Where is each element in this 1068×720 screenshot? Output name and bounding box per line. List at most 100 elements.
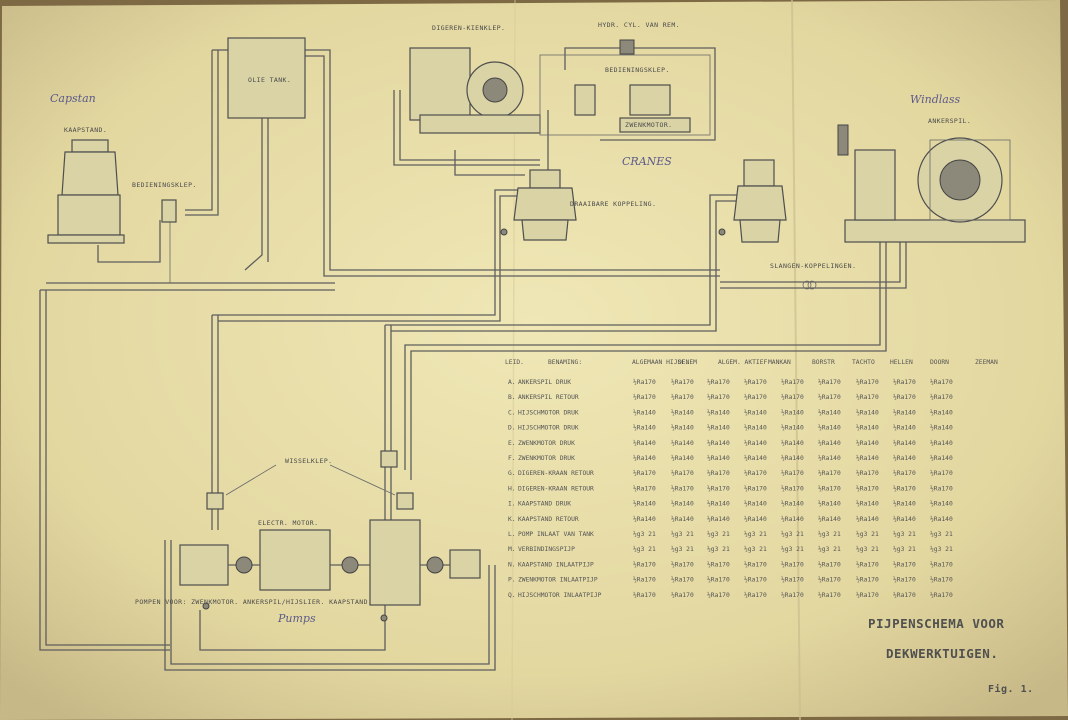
table-cell: ½Ra170 (707, 469, 730, 477)
table-cell: ½g3 21 (856, 530, 879, 538)
pump-motor-assembly: ELECTR. MOTOR. (179, 519, 481, 606)
table-cell: ½Ra170 (781, 484, 804, 492)
table-row-code: G. (508, 470, 516, 477)
table-row-code: A. (508, 379, 516, 386)
table-cell: ½Ra140 (671, 424, 694, 432)
oil-tank-label: OLIE TANK. (248, 76, 291, 84)
hose-couplings-label: SLANGEN-KOPPELINGEN. (770, 262, 856, 270)
table-cell: ½g3 21 (893, 530, 916, 538)
table-cell: ½g3 21 (707, 545, 730, 553)
table-cell: ½Ra170 (893, 591, 916, 599)
table-cell: ½Ra170 (893, 378, 916, 386)
table-cell: ½Ra140 (744, 515, 767, 523)
table-cell: ½Ra170 (707, 576, 730, 584)
table-row-code: L. (508, 531, 516, 538)
table-cell: ½Ra140 (893, 500, 916, 508)
table-cell: ½Ra170 (707, 560, 730, 568)
table-cell: ½Ra170 (818, 484, 841, 492)
table-cell: ½Ra140 (930, 424, 953, 432)
table-cell: ½Ra170 (930, 469, 953, 477)
table-row-name: ZWENKMOTOR DRUK (518, 455, 575, 462)
table-row-name: KAAPSTAND INLAATPIJP (518, 561, 594, 568)
table-cell: ½Ra140 (744, 408, 767, 416)
table-cell: ½Ra170 (671, 576, 694, 584)
table-cell: ½Ra140 (818, 454, 841, 462)
table-cell: ½Ra170 (744, 469, 767, 477)
table-cell: ½Ra170 (744, 560, 767, 568)
table-cell: ½Ra140 (781, 439, 804, 447)
table-cell: ½g3 21 (707, 530, 730, 538)
table-cell: ½Ra140 (818, 515, 841, 523)
table-cell: ½Ra170 (671, 484, 694, 492)
table-row-code: Q. (508, 592, 516, 599)
table-cell: ½Ra140 (893, 408, 916, 416)
table-cell: ½Ra140 (930, 408, 953, 416)
table-row-code: B. (508, 394, 516, 401)
table-cell: ½Ra170 (930, 591, 953, 599)
table-cell: ½Ra140 (744, 500, 767, 508)
table-cell: ½Ra140 (744, 454, 767, 462)
table-row-name: ZWENKMOTOR INLAATPIJP (518, 577, 598, 584)
table-cell: ½Ra170 (818, 591, 841, 599)
table-row-code: D. (508, 425, 516, 432)
table-cell: ½Ra140 (671, 439, 694, 447)
table-cell: ½Ra140 (781, 500, 804, 508)
table-row-code: P. (508, 577, 516, 584)
table-cell: ½Ra170 (856, 469, 879, 477)
table-cell: ½Ra140 (856, 500, 879, 508)
table-cell: ½Ra140 (818, 424, 841, 432)
piping-network (39, 47, 907, 671)
table-cell: ½Ra140 (744, 424, 767, 432)
table-cell: ½Ra170 (633, 393, 656, 401)
cranes-handwritten: CRANES (622, 155, 672, 168)
table-header: HELLEN (890, 359, 913, 366)
table-cell: ½Ra170 (633, 484, 656, 492)
table-cell: ½g3 21 (633, 530, 656, 538)
table-header: ZEEMAN (975, 359, 998, 366)
table-header: DOORN (930, 359, 949, 366)
table-cell: ½Ra170 (818, 560, 841, 568)
table-cell: ½Ra140 (818, 439, 841, 447)
table-cell: ½Ra170 (633, 576, 656, 584)
table-cell: ½Ra170 (930, 484, 953, 492)
table-cell: ½Ra170 (856, 378, 879, 386)
table-cell: ½Ra170 (856, 484, 879, 492)
drawing-title-line1: PIJPENSCHEMA VOOR (868, 616, 1004, 631)
table-row-code: F. (508, 455, 516, 462)
table-cell: ½Ra140 (856, 515, 879, 523)
table-cell: ½Ra140 (707, 408, 730, 416)
crane-control-valve-label: BEDIENINGSKLEP. (605, 66, 670, 74)
table-cell: ½Ra170 (818, 469, 841, 477)
table-row-code: E. (508, 440, 516, 447)
table-row-name: KAAPSTAND RETOUR (518, 516, 579, 523)
table-cell: ½g3 21 (856, 545, 879, 553)
table-row-name: HIJSCHMOTOR DRUK (518, 409, 579, 416)
capstan-label: KAAPSTAND. (64, 126, 107, 134)
table-cell: ½Ra170 (707, 393, 730, 401)
table-cell: ½Ra170 (856, 393, 879, 401)
table-header: DENEM (678, 359, 697, 366)
table-cell: ½Ra140 (856, 408, 879, 416)
table-row-name: ZWENKMOTOR DRUK (518, 440, 575, 447)
table-cell: ½Ra170 (856, 576, 879, 584)
table-cell: ½Ra140 (930, 439, 953, 447)
table-cell: ½Ra170 (744, 591, 767, 599)
table-cell: ½Ra170 (707, 378, 730, 386)
table-row-name: DIGEREN-KRAAN RETOUR (518, 485, 594, 492)
table-cell: ½Ra140 (781, 515, 804, 523)
table-cell: ½Ra170 (893, 576, 916, 584)
table-cell: ½g3 21 (633, 545, 656, 553)
table-cell: ½Ra140 (633, 500, 656, 508)
table-row-name: DIGEREN-KRAAN RETOUR (518, 470, 594, 477)
table-cell: ½Ra140 (893, 454, 916, 462)
table-cell: ½Ra170 (818, 393, 841, 401)
table-cell: ½Ra140 (856, 439, 879, 447)
table-cell: ½Ra140 (930, 500, 953, 508)
table-cell: ½Ra170 (893, 469, 916, 477)
table-cell: ½Ra170 (781, 591, 804, 599)
table-row-code: H. (508, 485, 516, 492)
table-row-code: M. (508, 546, 516, 553)
slewing-motor-label: ZWENKMOTOR. (625, 121, 672, 129)
